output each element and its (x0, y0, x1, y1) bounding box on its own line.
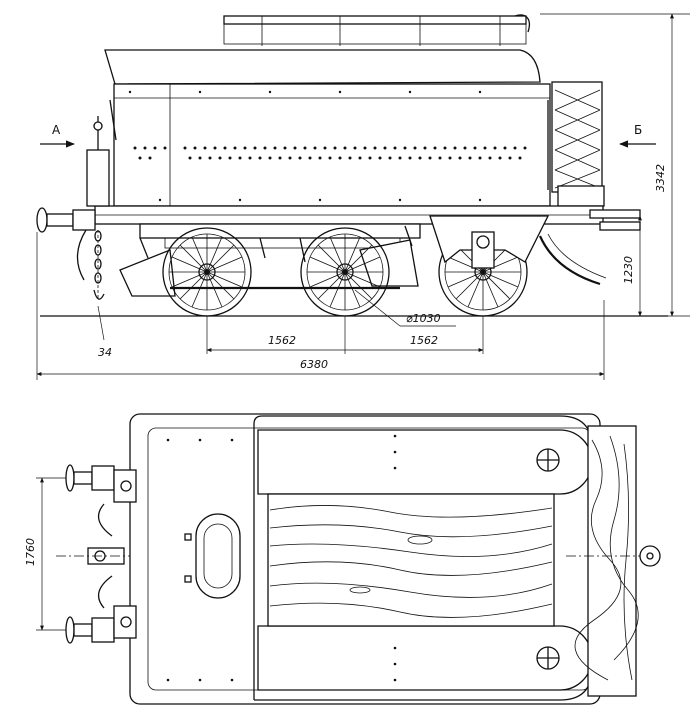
dim-buffer-spacing: 1760 (24, 477, 66, 631)
rear-pedestal (429, 215, 550, 269)
filler-cap-bottom (536, 646, 560, 670)
rivet-rows (128, 90, 527, 202)
side-elevation: 34 (36, 14, 668, 359)
section-arrow-a: А (40, 123, 75, 148)
plan-coupler (56, 503, 130, 609)
manhole-cover (184, 513, 241, 599)
dim-overall-length: 6380 (36, 232, 605, 380)
rear-ladder (547, 81, 605, 207)
svg-text:6380: 6380 (300, 358, 328, 371)
rear-wood-block (566, 425, 661, 697)
coal-space-wood (267, 493, 555, 627)
tank-body (113, 83, 551, 207)
wheel-1 (162, 227, 252, 317)
dim-height-total: 3342 (540, 13, 690, 317)
brake-column (86, 99, 117, 207)
callout-34: 34 (98, 346, 112, 359)
svg-text:1230: 1230 (622, 256, 635, 284)
plan-buffer-top (65, 464, 137, 503)
dim-wheelbase: 1562 1562 (206, 316, 484, 354)
svg-text:3342: 3342 (654, 164, 667, 192)
svg-text:1562: 1562 (268, 334, 296, 347)
filler-cap-top (536, 448, 560, 472)
brake-rigging (139, 225, 413, 263)
section-arrow-b: Б (619, 123, 656, 148)
plan-buffer-bottom (65, 605, 137, 644)
plan-rivets (166, 434, 397, 682)
svg-text:1562: 1562 (410, 334, 438, 347)
svg-text:1760: 1760 (24, 538, 37, 566)
coupling-chain (93, 230, 105, 300)
dim-height-coupler: 1230 (622, 215, 642, 317)
svg-text:Б: Б (634, 123, 642, 137)
svg-text:⌀1030: ⌀1030 (406, 312, 441, 325)
wheel-2 (300, 227, 390, 317)
plan-view: 1760 (24, 413, 661, 705)
bunker-flare (104, 49, 541, 85)
wheel-3 (438, 227, 528, 317)
dim-wheel-diameter: ⌀1030 (354, 289, 456, 327)
coal-rails (223, 14, 530, 46)
front-buffer (36, 207, 96, 281)
svg-text:А: А (52, 123, 61, 137)
